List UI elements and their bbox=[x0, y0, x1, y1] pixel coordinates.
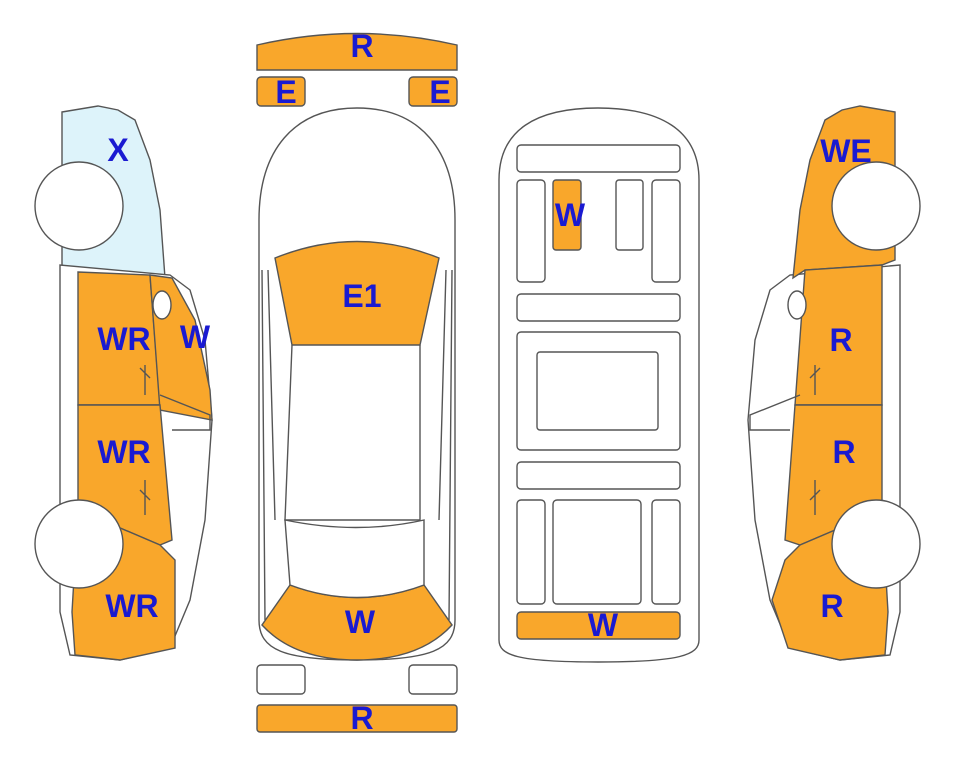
label-right-rear-door: R bbox=[832, 434, 855, 470]
right-rear-wheel bbox=[831, 499, 921, 589]
rear-window-line bbox=[284, 519, 425, 599]
underbody-cross-member bbox=[516, 293, 681, 322]
label-right-front-door: R bbox=[829, 322, 852, 358]
label-underbody-upper: W bbox=[555, 197, 586, 233]
rear-bumper-panel[interactable] bbox=[256, 704, 458, 733]
underbody-center-front bbox=[615, 179, 644, 251]
underbody-left-rail-front bbox=[516, 179, 546, 283]
label-left-rear-door: WR bbox=[97, 434, 150, 470]
underbody-panel-rear[interactable] bbox=[516, 611, 681, 640]
left-tail-light bbox=[256, 664, 306, 695]
underbody-right-rail-rear bbox=[651, 499, 681, 605]
right-front-wheel bbox=[831, 161, 921, 251]
right-door-handle-rear bbox=[809, 480, 821, 515]
left-side-view bbox=[34, 105, 213, 661]
left-door-handle-front bbox=[139, 365, 151, 395]
left-door-handle-rear bbox=[139, 480, 151, 515]
underbody-view bbox=[498, 107, 700, 663]
right-window-line bbox=[749, 394, 801, 431]
damage-labels: R E E E1 W R W W X WR W WR WR WE R R R bbox=[97, 28, 871, 736]
label-rear-bumper: R bbox=[350, 700, 373, 736]
underbody-mid-inner bbox=[536, 351, 659, 431]
left-window-line bbox=[159, 394, 211, 431]
hood-panel[interactable] bbox=[274, 240, 440, 346]
label-left-rear-fender: WR bbox=[105, 588, 158, 624]
label-right-rear-fender: R bbox=[820, 588, 843, 624]
underbody-center-rear bbox=[552, 499, 642, 605]
roof-outline bbox=[284, 344, 421, 521]
label-underbody-rear: W bbox=[588, 607, 619, 643]
left-front-wheel bbox=[34, 161, 124, 251]
label-left-windshield: X bbox=[107, 132, 129, 168]
right-tail-light bbox=[408, 664, 458, 695]
right-side-mirror bbox=[787, 290, 807, 320]
underbody-front-bar bbox=[516, 144, 681, 173]
right-side-view bbox=[747, 105, 921, 661]
right-door-handle-front bbox=[809, 365, 821, 395]
top-right-window-line bbox=[438, 269, 453, 621]
label-right-front-fender: WE bbox=[820, 133, 872, 169]
left-side-mirror bbox=[152, 290, 172, 320]
underbody-right-rail-front bbox=[651, 179, 681, 283]
top-left-window-line bbox=[261, 269, 276, 621]
label-right-mirror: E bbox=[429, 74, 450, 110]
left-rear-wheel bbox=[34, 499, 124, 589]
left-mirror-panel[interactable] bbox=[256, 76, 306, 107]
top-view bbox=[256, 32, 458, 733]
underbody-rear-cross bbox=[516, 461, 681, 490]
label-left-a-pillar: W bbox=[180, 319, 211, 355]
right-mirror-panel[interactable] bbox=[408, 76, 458, 107]
label-trunk: W bbox=[345, 604, 376, 640]
underbody-panel-upper[interactable] bbox=[552, 179, 582, 251]
label-left-mirror: E bbox=[275, 74, 296, 110]
front-bumper-panel[interactable] bbox=[256, 32, 458, 71]
label-front-bumper: R bbox=[350, 28, 373, 64]
label-left-front-door: WR bbox=[97, 321, 150, 357]
label-hood: E1 bbox=[342, 278, 381, 314]
underbody-left-rail-rear bbox=[516, 499, 546, 605]
